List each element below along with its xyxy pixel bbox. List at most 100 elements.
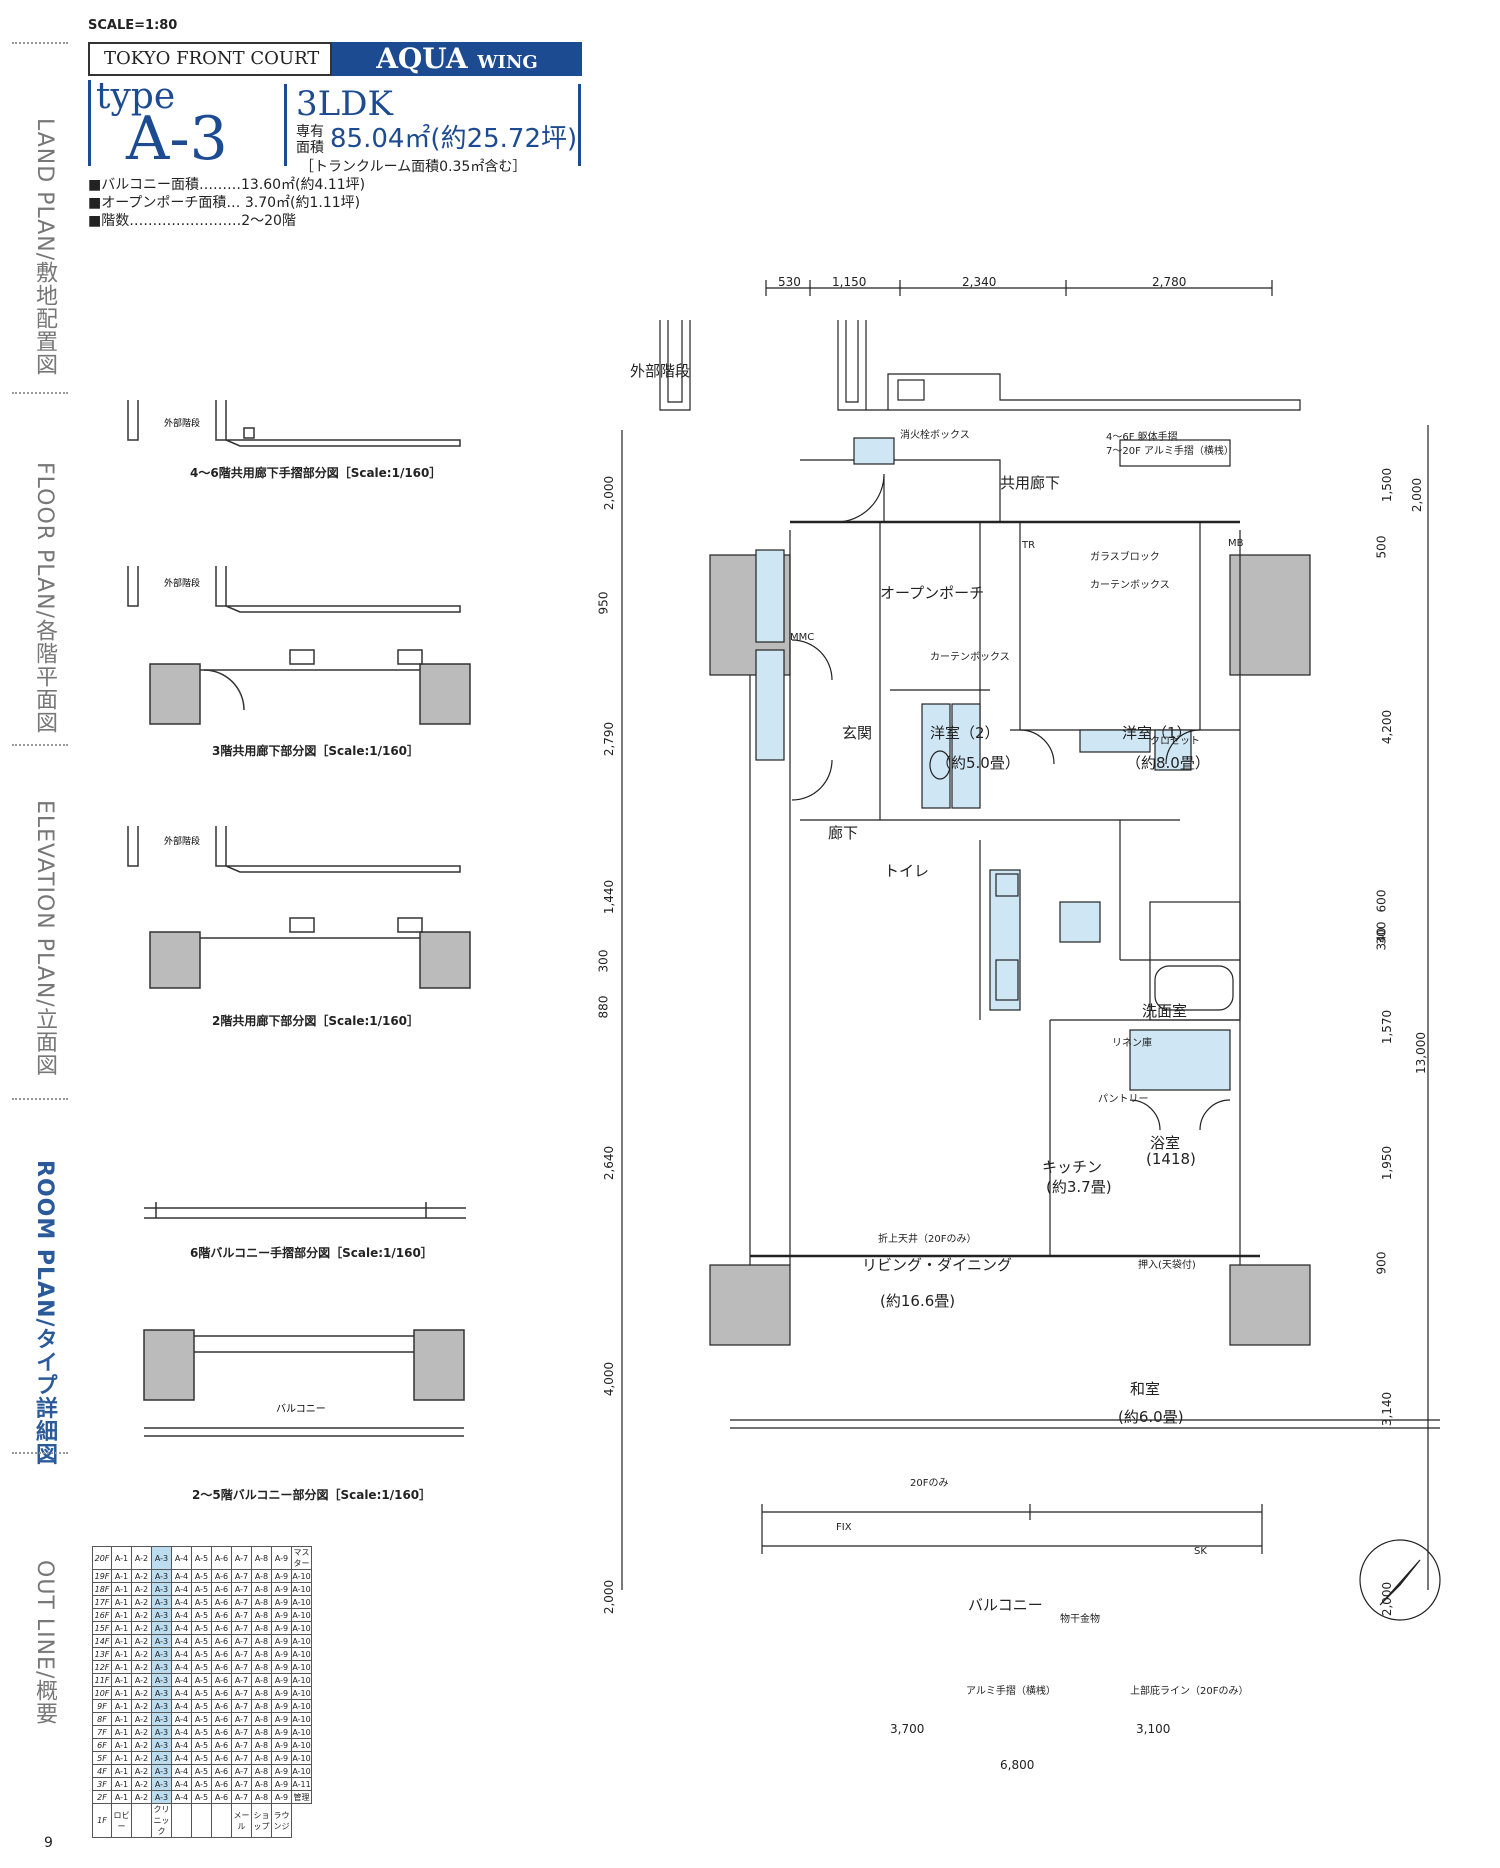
dim-label: 950 bbox=[596, 591, 611, 615]
unit-cell: A-11 bbox=[291, 1777, 312, 1791]
unit-cell: A-9 bbox=[271, 1790, 292, 1804]
floor-cell: 5F bbox=[92, 1751, 112, 1765]
dim-top: 2,780 bbox=[1152, 275, 1187, 289]
unit-cell: A-7 bbox=[231, 1790, 252, 1804]
nav-out-line[interactable]: OUT LINE/概要 bbox=[32, 1560, 57, 1726]
unit-cell: A-5 bbox=[191, 1699, 212, 1713]
floor-plan-drawing bbox=[621, 280, 1441, 1621]
wing-sub: WING bbox=[477, 52, 538, 73]
floor-cell: 17F bbox=[92, 1595, 112, 1609]
unit-cell: A-10 bbox=[291, 1699, 312, 1713]
yoshitsu1-size: （約8.0畳） bbox=[1126, 754, 1210, 772]
unit-cell: A-4 bbox=[171, 1751, 192, 1765]
unit-cell: A-9 bbox=[271, 1764, 292, 1778]
unit-cell: A-7 bbox=[231, 1595, 252, 1609]
porch-label: オープンポーチ bbox=[880, 584, 985, 602]
unit-cell: A-5 bbox=[191, 1621, 212, 1635]
unit-cell: A-2 bbox=[131, 1673, 152, 1687]
unit-cell: A-8 bbox=[251, 1621, 272, 1635]
unit-cell: A-1 bbox=[111, 1634, 132, 1648]
unit-cell: A-5 bbox=[191, 1647, 212, 1661]
unit-cell: A-8 bbox=[251, 1660, 272, 1674]
thumb-balcony-6 bbox=[144, 1202, 466, 1219]
unit-cell: A-5 bbox=[191, 1751, 212, 1765]
unit-cell: A-1 bbox=[111, 1595, 132, 1609]
unit-cell: A-9 bbox=[271, 1595, 292, 1609]
nav-separator bbox=[12, 1452, 68, 1454]
nav-separator bbox=[12, 392, 68, 394]
unit-cell: A-3 bbox=[151, 1686, 172, 1700]
unit-cell: A-3 bbox=[151, 1634, 172, 1648]
unit-cell: A-6 bbox=[211, 1790, 232, 1804]
nav-land-plan[interactable]: LAND PLAN/敷地配置図 bbox=[32, 118, 57, 377]
floor-cell: 10F bbox=[92, 1686, 112, 1700]
floor-cell: 13F bbox=[92, 1647, 112, 1661]
unit-cell: A-7 bbox=[231, 1751, 252, 1765]
unit-cell: A-4 bbox=[171, 1660, 192, 1674]
unit-cell: A-8 bbox=[251, 1699, 272, 1713]
unit-cell: 管理 bbox=[291, 1790, 312, 1804]
unit-cell: A-6 bbox=[211, 1764, 232, 1778]
nav-elevation-plan[interactable]: ELEVATION PLAN/立面図 bbox=[32, 800, 57, 1077]
unit-cell: A-2 bbox=[131, 1751, 152, 1765]
unit-cell: A-6 bbox=[211, 1738, 232, 1752]
unit-cell: A-7 bbox=[231, 1777, 252, 1791]
unit-cell: A-8 bbox=[251, 1764, 272, 1778]
unit-cell: A-1 bbox=[111, 1764, 132, 1778]
unit-cell: A-1 bbox=[111, 1647, 132, 1661]
dim-label: 500 bbox=[1374, 535, 1389, 559]
unit-cell: A-3 bbox=[151, 1751, 172, 1765]
dim-top: 530 bbox=[778, 275, 801, 289]
unit-cell: A-3 bbox=[151, 1725, 172, 1739]
yokushitsu-size: (1418) bbox=[1146, 1150, 1196, 1168]
unit-cell: A-6 bbox=[211, 1777, 232, 1791]
thumb-label: 外部階段 bbox=[164, 417, 200, 429]
unit-cell: A-4 bbox=[171, 1647, 192, 1661]
unit-cell: A-10 bbox=[291, 1621, 312, 1635]
nav-floor-plan[interactable]: FLOOR PLAN/各階平面図 bbox=[32, 462, 57, 734]
unit-cell: クリニック bbox=[151, 1803, 172, 1838]
unit-cell: マスター bbox=[291, 1546, 312, 1570]
dim-top: 2,340 bbox=[962, 275, 997, 289]
floor-cell: 14F bbox=[92, 1634, 112, 1648]
unit-cell: A-10 bbox=[291, 1673, 312, 1687]
unit-cell: A-3 bbox=[151, 1546, 172, 1570]
unit-cell: A-8 bbox=[251, 1725, 272, 1739]
unit-cell: A-1 bbox=[111, 1660, 132, 1674]
fix-label: FIX bbox=[836, 1522, 852, 1533]
thumb-corridor-2: 外部階段 bbox=[127, 826, 471, 989]
unit-cell: A-5 bbox=[191, 1595, 212, 1609]
unit-cell: A-7 bbox=[231, 1569, 252, 1583]
nav-separator bbox=[12, 42, 68, 44]
unit-cell: A-2 bbox=[131, 1647, 152, 1661]
unit-cell: A-3 bbox=[151, 1738, 172, 1752]
unit-cell: A-3 bbox=[151, 1621, 172, 1635]
glass-note: ガラスブロック bbox=[1090, 552, 1160, 563]
unit-cell: A-2 bbox=[131, 1738, 152, 1752]
unit-cell: A-5 bbox=[191, 1777, 212, 1791]
unit-cell: A-10 bbox=[291, 1660, 312, 1674]
unit-cell: A-3 bbox=[151, 1699, 172, 1713]
dim-label: 600 bbox=[1374, 889, 1389, 913]
unit-cell: A-6 bbox=[211, 1595, 232, 1609]
yokushitsu-label: 浴室 bbox=[1150, 1134, 1181, 1152]
unit-cell: A-8 bbox=[251, 1738, 272, 1752]
unit-cell: A-4 bbox=[171, 1738, 192, 1752]
floor-cell: 4F bbox=[92, 1764, 112, 1778]
dim-label: 2,000 bbox=[602, 475, 617, 511]
unit-cell: A-9 bbox=[271, 1777, 292, 1791]
nav-room-plan[interactable]: ROOM PLAN/タイプ詳細図 bbox=[32, 1160, 57, 1466]
unit-cell: ロビー bbox=[111, 1803, 132, 1838]
unit-cell: A-7 bbox=[231, 1634, 252, 1648]
unit-cell: A-2 bbox=[131, 1621, 152, 1635]
unit-cell: A-5 bbox=[191, 1686, 212, 1700]
unit-cell: A-9 bbox=[271, 1699, 292, 1713]
unit-cell: A-2 bbox=[131, 1725, 152, 1739]
